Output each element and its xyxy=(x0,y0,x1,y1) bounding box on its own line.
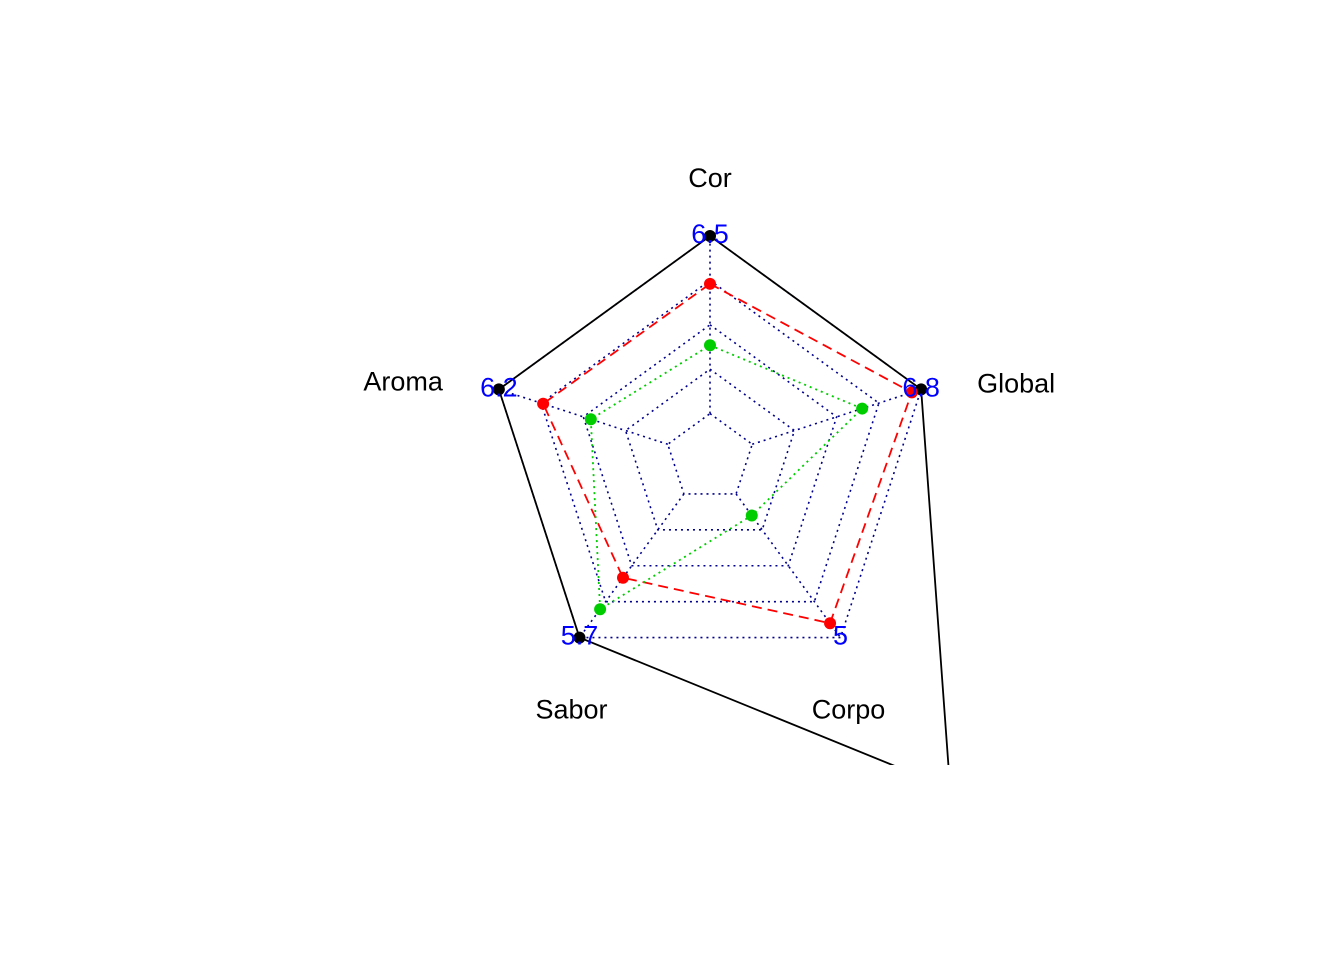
series-1 xyxy=(537,277,918,630)
series-1-line xyxy=(542,282,913,625)
series-1-point-2 xyxy=(824,617,837,630)
series-2-point-0 xyxy=(704,339,716,352)
axis-max-label-cor: 6.5 xyxy=(691,219,729,249)
series-2-line xyxy=(589,344,864,611)
grid-ring-2 xyxy=(624,368,796,531)
series-2-point-1 xyxy=(856,402,869,415)
axis-max-label-corpo: 5 xyxy=(833,621,848,651)
series-layer xyxy=(492,230,956,794)
axis-label-cor: Cor xyxy=(688,163,732,193)
grid-ring-1 xyxy=(666,412,754,495)
axis-label-global: Global xyxy=(977,369,1055,399)
grid-spoke-4 xyxy=(498,388,669,446)
series-0-point-1 xyxy=(915,383,928,396)
radar-grid xyxy=(497,235,923,639)
grid-ring-3 xyxy=(582,323,838,567)
axis-label-corpo: Corpo xyxy=(812,695,886,725)
series-0-point-2 xyxy=(944,782,956,794)
series-1-point-3 xyxy=(617,571,630,584)
series-1-point-1 xyxy=(905,386,918,399)
axis-max-label-sabor: 5.7 xyxy=(561,621,599,651)
series-2-point-3 xyxy=(594,603,607,616)
axis-label-aroma: Aroma xyxy=(363,367,444,397)
axis-max-label-global: 6.8 xyxy=(902,373,940,403)
series-1-point-0 xyxy=(704,277,716,290)
axis-max-label-aroma: 6.2 xyxy=(480,373,518,403)
axis-label-sabor: Sabor xyxy=(535,695,607,725)
series-1-point-4 xyxy=(537,397,550,410)
series-0-point-0 xyxy=(704,230,716,242)
grid-ring-5 xyxy=(497,235,923,639)
series-2-point-4 xyxy=(584,413,597,426)
series-2 xyxy=(584,339,869,616)
series-0-line xyxy=(497,234,950,765)
series-2-point-2 xyxy=(745,509,758,522)
series-0-point-3 xyxy=(573,631,586,644)
series-0 xyxy=(492,230,956,794)
series-0-point-4 xyxy=(492,383,505,396)
